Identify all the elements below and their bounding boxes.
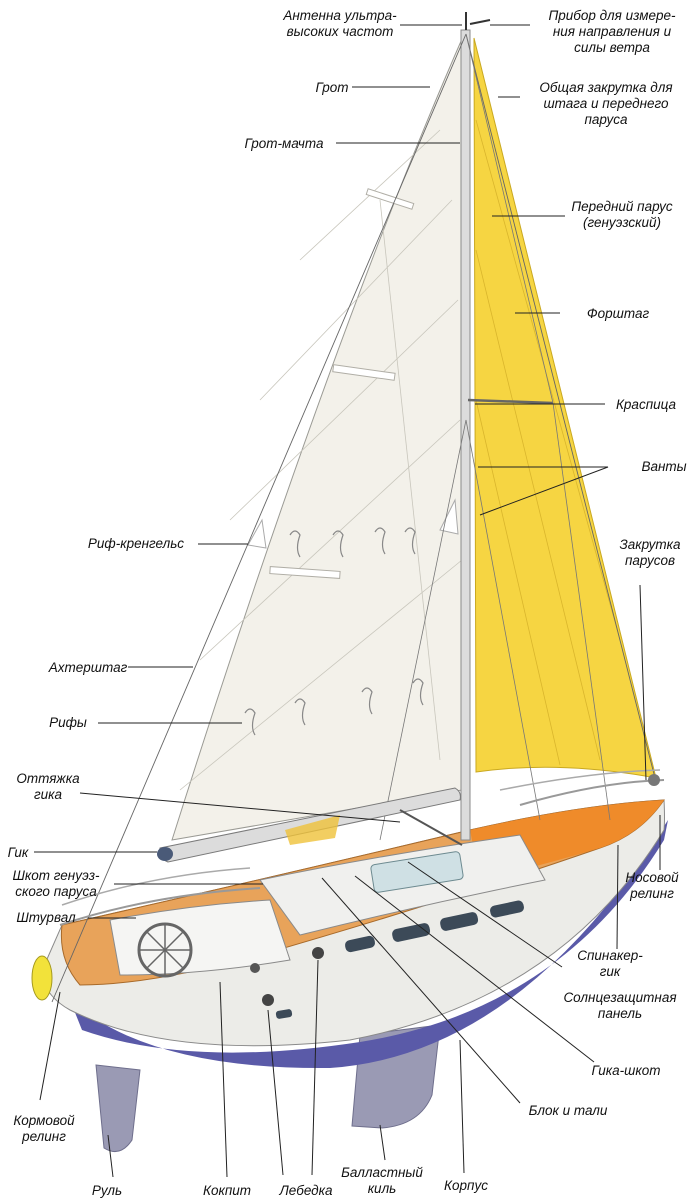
label-backstay: Ахтерштаг xyxy=(48,660,128,675)
label-cockpit: Кокпит xyxy=(203,1183,251,1198)
label-sail-furling-line-2: парусов xyxy=(625,553,675,568)
label-furling-line-2: штага и переднего xyxy=(543,96,669,111)
label-furling-line-1: Общая закрутка для xyxy=(539,80,672,95)
label-reef-cringle: Риф-кренгельс xyxy=(88,536,184,551)
label-genoa-sheet: Шкот генуэз-ского паруса xyxy=(12,868,100,899)
label-shrouds-line-1: Ванты xyxy=(641,459,686,474)
label-stern-rail-line-2: релинг xyxy=(21,1129,66,1144)
label-block-tackle-line-1: Блок и тали xyxy=(529,1103,608,1118)
label-winch-line-1: Лебедка xyxy=(278,1183,333,1198)
label-furling-line-3: паруса xyxy=(584,112,627,127)
label-sail-furling-line-1: Закрутка xyxy=(619,537,681,552)
label-genoa: Передний парус(генуэзский) xyxy=(571,199,673,230)
label-mainsail-line-1: Грот xyxy=(315,80,348,95)
label-mainmast-line-1: Грот-мачта xyxy=(245,136,324,151)
label-winch: Лебедка xyxy=(278,1183,333,1198)
mainsail-shape xyxy=(171,31,466,841)
label-boom: Гик xyxy=(8,845,29,860)
label-mainsheet-line-1: Гика-шкот xyxy=(592,1063,661,1078)
label-wind-instrument-line-2: ния направления и xyxy=(553,24,672,39)
label-antenna: Антенна ультра-высоких частот xyxy=(282,8,397,39)
label-ballast-keel-line-2: киль xyxy=(368,1181,397,1196)
label-forestay: Форштаг xyxy=(587,306,650,321)
label-reefs-line-1: Рифы xyxy=(49,715,87,730)
label-mainsail: Грот xyxy=(315,80,348,95)
label-wheel-line-1: Штурвал xyxy=(16,910,76,925)
label-mainmast: Грот-мачта xyxy=(245,136,324,151)
label-forestay-line-1: Форштаг xyxy=(587,306,650,321)
label-reef-cringle-line-1: Риф-кренгельс xyxy=(88,536,184,551)
label-rudder-line-1: Руль xyxy=(92,1183,122,1198)
label-vang-line-2: гика xyxy=(34,787,63,802)
label-boom-line-1: Гик xyxy=(8,845,29,860)
label-vang-line-1: Оттяжка xyxy=(16,771,80,786)
label-spreader-line-1: Краспица xyxy=(616,397,677,412)
label-wheel: Штурвал xyxy=(16,910,76,925)
label-reefs: Рифы xyxy=(49,715,87,730)
label-spreader: Краспица xyxy=(616,397,677,412)
label-bow-rail-line-2: релинг xyxy=(629,886,674,901)
label-antenna-line-2: высоких частот xyxy=(287,24,394,39)
genoa-shape xyxy=(473,37,657,779)
label-stern-rail-line-1: Кормовой xyxy=(13,1113,75,1128)
label-sun-panel-line-1: Солнцезащитная xyxy=(563,990,676,1005)
label-genoa-sheet-line-2: ского паруса xyxy=(15,884,97,899)
label-sun-panel-line-2: панель xyxy=(598,1006,642,1021)
label-spinnaker-pole: Спинакер-гик xyxy=(577,948,643,979)
label-bow-rail-line-1: Носовой xyxy=(625,870,679,885)
label-genoa-line-1: Передний парус xyxy=(571,199,673,214)
label-block-tackle: Блок и тали xyxy=(529,1103,608,1118)
label-hull: Корпус xyxy=(444,1178,488,1193)
label-wind-instrument-line-1: Прибор для измере- xyxy=(548,8,676,23)
label-genoa-line-2: (генуэзский) xyxy=(583,215,661,230)
cockpit-well xyxy=(109,899,291,976)
label-cockpit-line-1: Кокпит xyxy=(203,1183,251,1198)
leader-lines xyxy=(34,24,661,1178)
label-shrouds: Ванты xyxy=(641,459,686,474)
label-mainsheet: Гика-шкот xyxy=(592,1063,661,1078)
rudder-shape xyxy=(95,1064,141,1153)
fender-shape xyxy=(31,955,53,1001)
label-backstay-line-1: Ахтерштаг xyxy=(48,660,128,675)
label-spinnaker-pole-line-1: Спинакер- xyxy=(577,948,643,963)
label-genoa-sheet-line-1: Шкот генуэз- xyxy=(12,868,100,883)
label-hull-line-1: Корпус xyxy=(444,1178,488,1193)
label-wind-instrument-line-3: силы ветра xyxy=(574,40,650,55)
label-spinnaker-pole-line-2: гик xyxy=(600,964,621,979)
label-antenna-line-1: Антенна ультра- xyxy=(282,8,397,23)
label-ballast-keel-line-1: Балластный xyxy=(341,1165,423,1180)
label-rudder: Руль xyxy=(92,1183,122,1198)
